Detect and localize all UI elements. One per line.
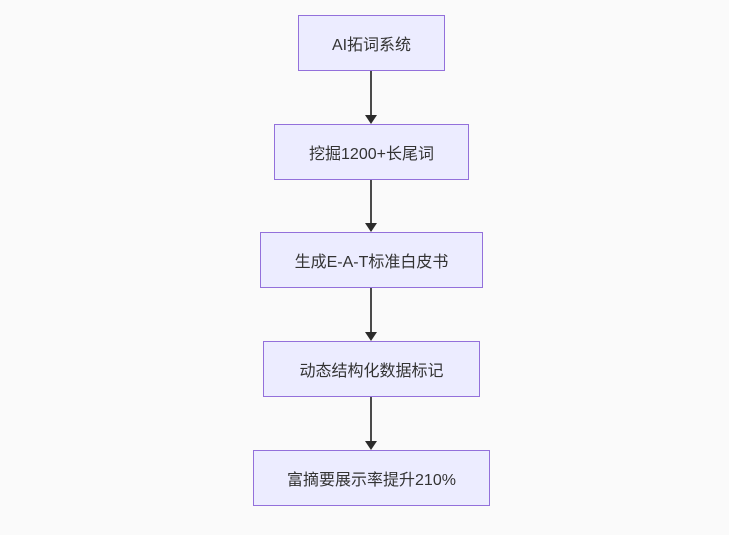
flow-node-label: 生成E-A-T标准白皮书 <box>294 254 449 271</box>
edge-line <box>370 180 372 223</box>
flow-node-label: AI拓词系统 <box>331 37 412 54</box>
arrow-down-icon <box>365 441 377 450</box>
flow-node-ai-word-expansion: AI拓词系统 <box>298 15 445 71</box>
flow-node-rich-snippet-rate: 富摘要展示率提升210% <box>253 450 490 506</box>
flow-edge-1 <box>365 71 377 124</box>
edge-line <box>370 71 372 115</box>
edge-line <box>370 397 372 441</box>
flow-edge-2 <box>365 180 377 232</box>
flow-node-label: 挖掘1200+长尾词 <box>309 146 434 163</box>
flow-node-eat-whitepaper: 生成E-A-T标准白皮书 <box>260 232 483 288</box>
flow-edge-3 <box>365 288 377 341</box>
flow-edge-4 <box>365 397 377 450</box>
edge-line <box>370 288 372 332</box>
flow-node-label: 富摘要展示率提升210% <box>287 472 456 489</box>
arrow-down-icon <box>365 223 377 232</box>
flow-node-longtail-mining: 挖掘1200+长尾词 <box>274 124 469 180</box>
flow-node-structured-data-markup: 动态结构化数据标记 <box>263 341 480 397</box>
flow-node-label: 动态结构化数据标记 <box>299 363 444 380</box>
arrow-down-icon <box>365 115 377 124</box>
arrow-down-icon <box>365 332 377 341</box>
